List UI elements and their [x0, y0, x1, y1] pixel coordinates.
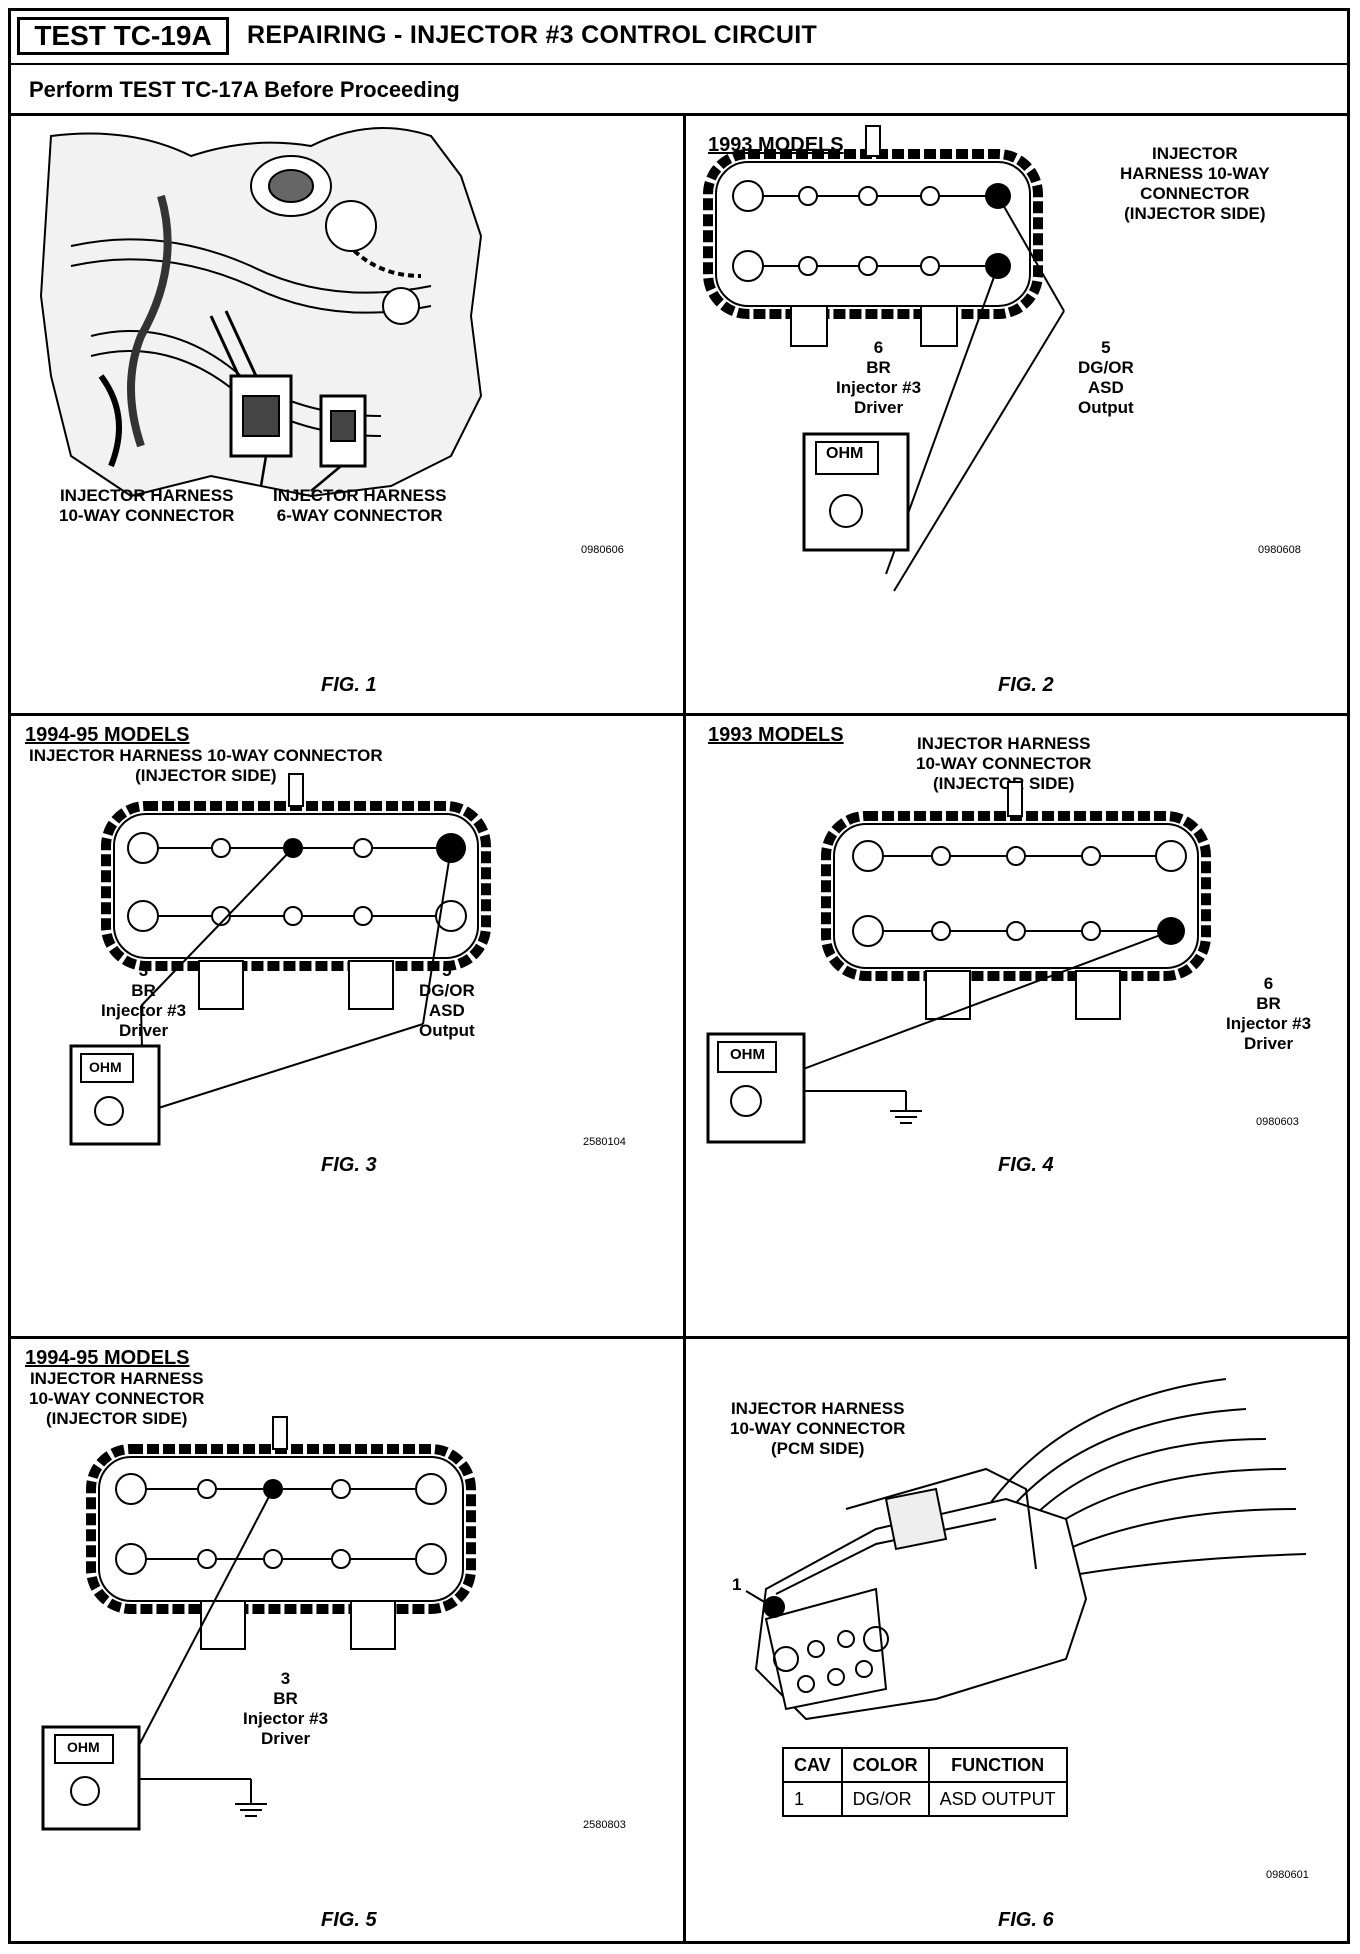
pin3-label: 3 BR Injector #3 Driver — [101, 961, 187, 1040]
grid-vertical-divider — [683, 113, 686, 1944]
pin3-label: 3 BR Injector #3 Driver — [243, 1669, 329, 1748]
label-10way-connector: INJECTOR HARNESS 10-WAY CONNECTOR — [59, 486, 235, 525]
connector-label: INJECTOR HARNESS 10-WAY CONNECTOR (INJEC… — [1120, 144, 1270, 223]
table-cell: ASD OUTPUT — [927, 1781, 1068, 1817]
pin-callout: 1 — [732, 1575, 742, 1594]
pcm-connector-illustration — [745, 1378, 1307, 1721]
test-sheet: TEST TC-19A REPAIRING - INJECTOR #3 CONT… — [8, 8, 1350, 1944]
figure-code: 2580803 — [583, 1819, 626, 1831]
connector-diagram — [69, 773, 491, 1146]
table-header: COLOR — [840, 1747, 930, 1783]
grid-divider-1 — [11, 713, 1347, 716]
figure-code: 2580104 — [583, 1136, 626, 1148]
prerequisite-text: Perform TEST TC-17A Before Proceeding — [29, 77, 460, 102]
test-id-box: TEST TC-19A — [17, 17, 229, 55]
prerequisite-row: Perform TEST TC-17A Before Proceeding — [11, 63, 1347, 116]
engine-bay-illustration — [39, 127, 483, 498]
pin5-label: 5 DG/OR ASD Output — [1078, 338, 1134, 417]
model-heading: 1994-95 MODELS — [25, 724, 190, 746]
test-title: REPAIRING - INJECTOR #3 CONTROL CIRCUIT — [247, 21, 818, 49]
pin6-label: 6 BR Injector #3 Driver — [836, 338, 922, 417]
meter-label: OHM — [730, 1046, 765, 1063]
connector-diagram — [706, 781, 1211, 1144]
pin6-label: 6 BR Injector #3 Driver — [1226, 974, 1312, 1053]
figure-4: 1993 MODELS INJECTOR HARNESS 10-WAY CONN… — [686, 716, 1353, 1336]
connector-label: INJECTOR HARNESS 10-WAY CONNECTOR (INJEC… — [916, 734, 1092, 793]
figure-3: 1994-95 MODELS INJECTOR HARNESS 10-WAY C… — [11, 716, 683, 1336]
meter-label: OHM — [89, 1059, 122, 1075]
figure-caption: FIG. 6 — [998, 1909, 1054, 1931]
figure-1: INJECTOR HARNESS 10-WAY CONNECTOR INJECT… — [11, 116, 683, 713]
table-header: CAV — [782, 1747, 843, 1783]
table-row: 1 DG/OR ASD OUTPUT — [782, 1781, 1068, 1817]
meter-label: OHM — [826, 445, 864, 462]
cavity-table: CAV COLOR FUNCTION 1 DG/OR ASD OUTPUT — [782, 1747, 1068, 1817]
figure-caption: FIG. 3 — [321, 1154, 377, 1176]
connector-label: INJECTOR HARNESS 10-WAY CONNECTOR (PCM S… — [730, 1399, 906, 1458]
meter-label: OHM — [67, 1739, 100, 1755]
connector-label: INJECTOR HARNESS 10-WAY CONNECTOR (INJEC… — [29, 1369, 205, 1428]
header-row: TEST TC-19A REPAIRING - INJECTOR #3 CONT… — [11, 11, 1347, 65]
figure-code: 0980601 — [1266, 1869, 1309, 1881]
model-heading: 1993 MODELS — [708, 724, 844, 746]
table-cell: 1 — [782, 1781, 843, 1817]
figure-caption: FIG. 2 — [998, 674, 1054, 696]
figure-2: 1993 MODELS — [686, 116, 1353, 713]
pin5-label: 5 DG/OR ASD Output — [419, 961, 475, 1040]
figure-6: INJECTOR HARNESS 10-WAY CONNECTOR (PCM S… — [686, 1339, 1353, 1944]
figure-caption: FIG. 1 — [321, 674, 377, 696]
grid-divider-2 — [11, 1336, 1347, 1339]
figure-5: 1994-95 MODELS INJECTOR HARNESS 10-WAY C… — [11, 1339, 683, 1944]
table-cell: DG/OR — [840, 1781, 930, 1817]
figure-caption: FIG. 5 — [321, 1909, 377, 1931]
figure-code: 0980603 — [1256, 1116, 1299, 1128]
connector-diagram — [41, 1416, 476, 1831]
figure-caption: FIG. 4 — [998, 1154, 1054, 1176]
figure-code: 0980606 — [581, 544, 624, 556]
label-6way-connector: INJECTOR HARNESS 6-WAY CONNECTOR — [273, 486, 447, 525]
table-header: FUNCTION — [927, 1747, 1068, 1783]
figure-code: 0980608 — [1258, 544, 1301, 556]
model-heading: 1994-95 MODELS — [25, 1347, 190, 1369]
connector-label: INJECTOR HARNESS 10-WAY CONNECTOR (INJEC… — [29, 746, 383, 785]
connector-diagram — [703, 125, 1065, 592]
